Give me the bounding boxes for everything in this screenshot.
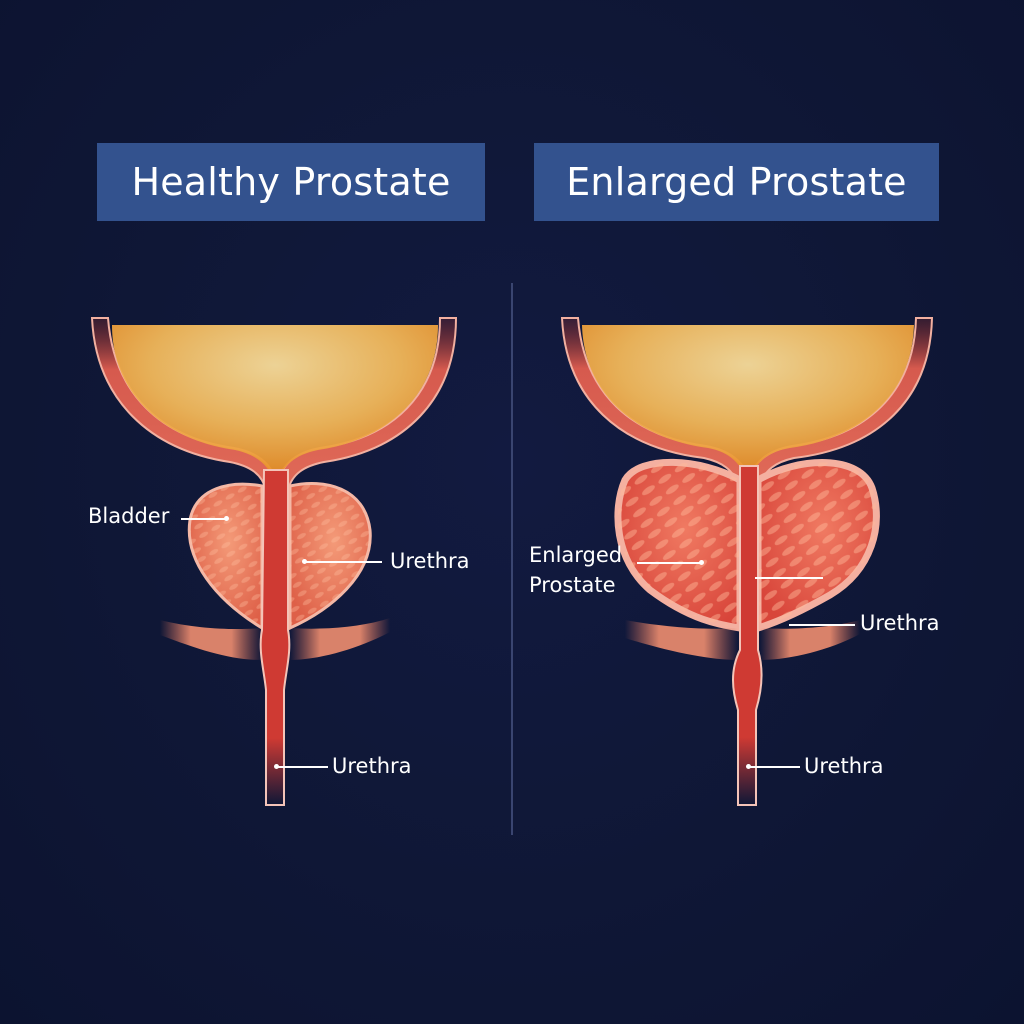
leader-dot <box>224 516 229 521</box>
bladder-urine <box>112 325 438 486</box>
leader-enlarged-inner <box>755 577 823 579</box>
label-bladder: Bladder <box>88 504 170 528</box>
urethra <box>732 465 763 806</box>
leader-urethra-sphincter <box>789 624 855 626</box>
enlarged-anatomy <box>560 317 934 806</box>
urethra <box>259 469 291 806</box>
label-urethra-lower: Urethra <box>332 754 412 778</box>
sphincter-muscle <box>160 620 262 660</box>
label-urethra-sphincter: Urethra <box>860 611 940 635</box>
sphincter-muscle <box>625 620 738 660</box>
leader-dot <box>746 764 751 769</box>
label-urethra-lower: Urethra <box>804 754 884 778</box>
leader-dot <box>302 559 307 564</box>
label-enlarged-line1: Enlarged <box>529 543 623 567</box>
leader-dot <box>699 560 704 565</box>
prostate-right-cells <box>290 483 371 628</box>
prostate-left-cells <box>189 484 262 628</box>
leader-dot <box>274 764 279 769</box>
prostate-right-cells <box>758 462 877 628</box>
prostate-left-cells <box>617 462 740 628</box>
leader-urethra-lower <box>276 766 328 768</box>
panel-divider <box>511 283 513 835</box>
leader-urethra-lower <box>748 766 800 768</box>
label-urethra-prostate: Urethra <box>390 549 470 573</box>
leader-urethra-prostate <box>304 561 382 563</box>
healthy-prostate-title: Healthy Prostate <box>97 143 485 221</box>
healthy-anatomy <box>90 317 458 806</box>
leader-enlarged-prostate <box>637 562 701 564</box>
bladder-urine <box>582 325 914 484</box>
leader-bladder <box>181 518 227 520</box>
label-enlarged-line2: Prostate <box>529 573 616 597</box>
enlarged-prostate-title: Enlarged Prostate <box>534 143 939 221</box>
